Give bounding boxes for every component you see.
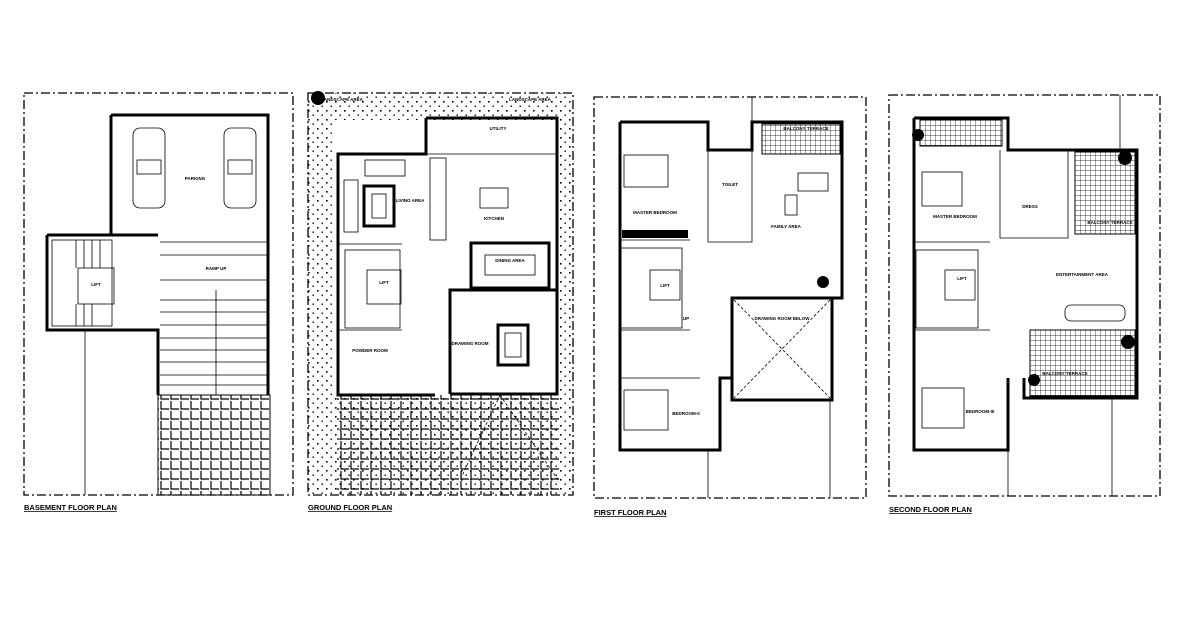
- room-label-dining: DINING AREA: [495, 258, 525, 263]
- room-label-balcony: BALCONY TERRACE: [1042, 371, 1087, 376]
- plan-title: GROUND FLOOR PLAN: [308, 503, 392, 512]
- second-floor-plan: MASTER BEDROOM DRESS BALCONY TERRACE ENT…: [888, 94, 1161, 514]
- tree-icon: [311, 91, 325, 105]
- room-label-landscape: LANDSCAPE AREA: [509, 97, 552, 102]
- room-label-bedroom: BEDROOM-III: [966, 409, 995, 414]
- paver-area: [337, 395, 559, 495]
- plan-title: FIRST FLOOR PLAN: [594, 508, 667, 517]
- plant-icon: [1121, 335, 1135, 349]
- room-label-entertainment: ENTERTAINMENT AREA: [1056, 272, 1109, 277]
- room-label-kitchen: KITCHEN: [484, 216, 504, 221]
- basement-walls: [45, 113, 270, 395]
- ramp: [160, 241, 268, 395]
- room-label-up: UP: [683, 316, 689, 321]
- basement-floor-plan: PARKING RAMP UP LIFT BASEMENT FLOOR PLAN: [23, 92, 294, 512]
- room-label-balcony: BALCONY TERRACE: [1087, 220, 1132, 225]
- balcony-terrace: [919, 119, 1003, 147]
- room-label-living: LIVING AREA: [396, 198, 426, 203]
- room-label-utility: UTILITY: [490, 126, 507, 131]
- room-label-toilet: TOILET: [722, 182, 738, 187]
- second-walls: [912, 116, 1139, 452]
- first-walls: [618, 120, 844, 452]
- plant-icon: [1118, 151, 1132, 165]
- ground-floor-plan: LANDSCAPE AREA LANDSCAPE AREA UTILITY LI…: [307, 91, 574, 512]
- room-label-balcony: BALCONY TERRACE: [783, 126, 828, 131]
- balcony-terrace: [1074, 151, 1136, 235]
- room-label-parking: PARKING: [185, 176, 206, 181]
- paver-area: [157, 394, 271, 496]
- room-label-bedroom: BEDROOM-II: [672, 411, 700, 416]
- room-label-lift: LIFT: [660, 283, 670, 288]
- room-label-family: FAMILY AREA: [771, 224, 802, 229]
- room-label-lift: LIFT: [91, 282, 101, 287]
- room-label-landscape: LANDSCAPE AREA: [321, 97, 364, 102]
- room-label-master: MASTER BEDROOM: [633, 210, 677, 215]
- room-label-ramp: RAMP UP: [206, 266, 227, 271]
- room-label-powder: POWDER ROOM: [352, 348, 388, 353]
- plant-icon: [912, 129, 924, 141]
- stairs: [51, 239, 115, 327]
- car-icon: [132, 127, 257, 209]
- ground-walls: [336, 116, 559, 397]
- room-label-lift: LIFT: [379, 280, 389, 285]
- plan-title: BASEMENT FLOOR PLAN: [24, 503, 117, 512]
- balcony-terrace: [1029, 329, 1136, 397]
- plant-icon: [1028, 374, 1040, 386]
- room-label-drawing-below: DRAWING ROOM BELOW: [755, 316, 811, 321]
- plant-icon: [817, 276, 829, 288]
- room-label-drawing: DRAWING ROOM: [452, 341, 489, 346]
- plan-title: SECOND FLOOR PLAN: [889, 505, 972, 514]
- room-label-lift: LIFT: [957, 276, 967, 281]
- room-label-dress: DRESS: [1022, 204, 1038, 209]
- first-floor-plan: MASTER BEDROOM TOILET BALCONY TERRACE FA…: [593, 96, 867, 517]
- balcony-terrace: [761, 123, 841, 155]
- room-label-master: MASTER BEDROOM: [933, 214, 977, 219]
